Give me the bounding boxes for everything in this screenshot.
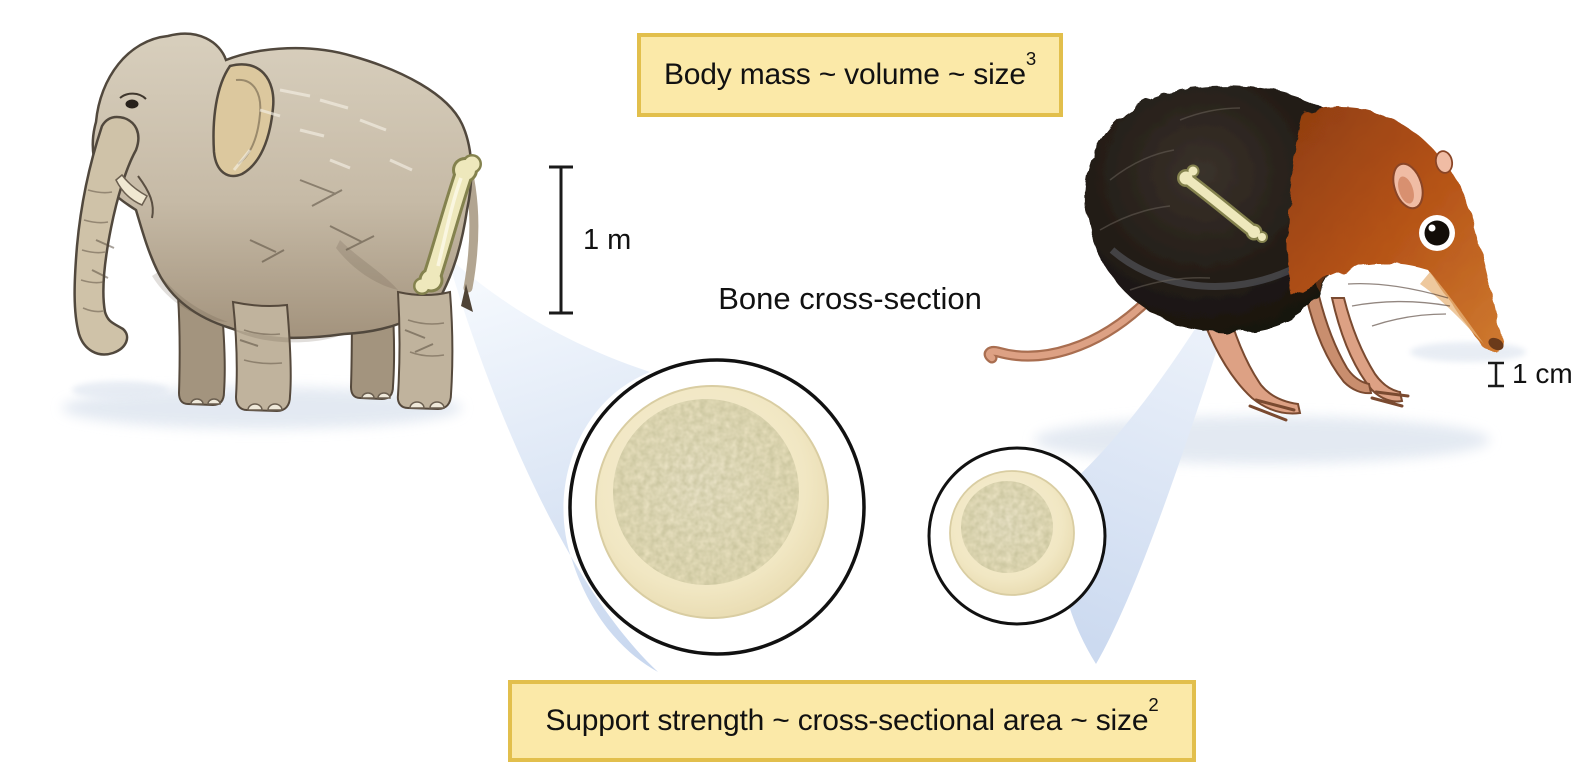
shrew-illustration (983, 86, 1504, 422)
magnify-beam-shrew (1060, 226, 1256, 664)
elephant-bone-icon (413, 154, 482, 295)
shrew-scale-bar (1488, 361, 1504, 388)
elephant-illustration (73, 32, 479, 413)
elephant-scale-bar (549, 165, 573, 315)
elephant-bone-cross-section (568, 358, 866, 656)
body-mass-formula-text: Body mass ~ volume ~ size (664, 58, 1026, 91)
body-mass-exponent: 3 (1025, 47, 1036, 69)
shrew-bone-icon (1177, 164, 1268, 243)
support-strength-exponent: 2 (1148, 693, 1159, 715)
shrew-bone-cross-section (927, 446, 1107, 626)
support-strength-formula-text: Support strength ~ cross-sectional area … (545, 704, 1149, 737)
elephant-scale-label: 1 m (583, 224, 632, 256)
magnify-beam-elephant (447, 256, 658, 672)
body-mass-formula-box: Body mass ~ volume ~ size3 (637, 33, 1063, 117)
support-strength-formula-box: Support strength ~ cross-sectional area … (508, 680, 1196, 762)
bone-cross-section-label: Bone cross-section (718, 281, 982, 316)
shrew-scale-label: 1 cm (1512, 358, 1572, 389)
